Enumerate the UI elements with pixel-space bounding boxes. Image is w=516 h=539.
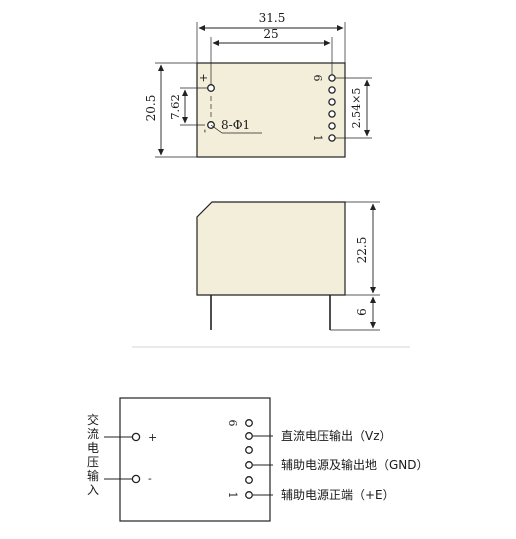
out-pin (328, 98, 336, 106)
plus-marker: + (197, 73, 210, 82)
hole-leader (210, 124, 223, 134)
dim-width-outer-label: 31.5 (259, 11, 286, 25)
ac-pin-plus (207, 84, 215, 92)
hole-spec-label: 8-Φ1 (221, 118, 250, 132)
input-pin-plus (131, 432, 141, 442)
dim-lead-length-label: 6 (355, 308, 369, 316)
sch-pin-1 (245, 491, 253, 499)
top-view-body (196, 62, 346, 158)
dim-height-outer-label: 20.5 (144, 95, 158, 122)
output-label-gnd: 辅助电源及输出地（GND） (281, 457, 429, 472)
input-minus-sign: - (148, 472, 152, 485)
out-pin (328, 74, 336, 82)
sch-pin-2 (245, 476, 253, 484)
input-label: 交流电压输入 (87, 412, 99, 497)
input-plus-sign: + (148, 431, 157, 444)
sch-pin-6-label: 6 (226, 420, 239, 427)
sch-pin-6 (245, 419, 253, 427)
output-label-pos: 辅助电源正端（+E） (281, 488, 395, 502)
pin-1-label: 1 (311, 135, 324, 142)
out-pin (328, 110, 336, 118)
input-pin-minus (131, 474, 141, 484)
top-view: 31.5 25 20.5 7.62 + - 8-Φ1 (144, 11, 372, 158)
pin-6-label: 6 (311, 75, 324, 82)
sch-pin-1-label: 1 (226, 492, 239, 499)
sch-pin-4 (245, 446, 253, 454)
out-pin (328, 122, 336, 130)
sch-pin-5 (245, 432, 253, 440)
schematic-body (119, 397, 271, 522)
side-view-body (196, 201, 346, 296)
dim-width-inner-label: 25 (263, 27, 278, 41)
pin-schematic: 交流电压输入 + - 6 1 直流电压输出（Vz） 辅助电源及输出地（GND） … (87, 397, 429, 522)
dim-pitch-label: 2.54×5 (350, 88, 363, 129)
side-view: 22.5 6 (196, 201, 380, 331)
dim-height-pins-label: 7.62 (168, 94, 182, 120)
out-pin (328, 86, 336, 94)
input-label-text: 交流电压输入 (87, 412, 99, 497)
dim-body-height-label: 22.5 (355, 237, 369, 264)
minus-marker: - (199, 129, 212, 133)
out-pin (328, 134, 336, 142)
output-label-vz: 直流电压输出（Vz） (281, 428, 392, 443)
sch-pin-3 (245, 461, 253, 469)
